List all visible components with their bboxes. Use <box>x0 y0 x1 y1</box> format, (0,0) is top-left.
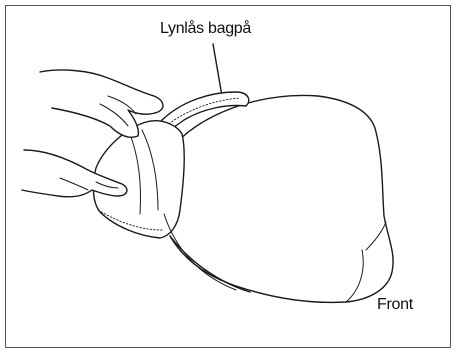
zipper-leader-line <box>213 44 222 96</box>
zipper-back-label: Lynlås bagpå <box>160 20 251 38</box>
front-label: Front <box>377 296 413 314</box>
bag-body-outline <box>168 95 393 302</box>
